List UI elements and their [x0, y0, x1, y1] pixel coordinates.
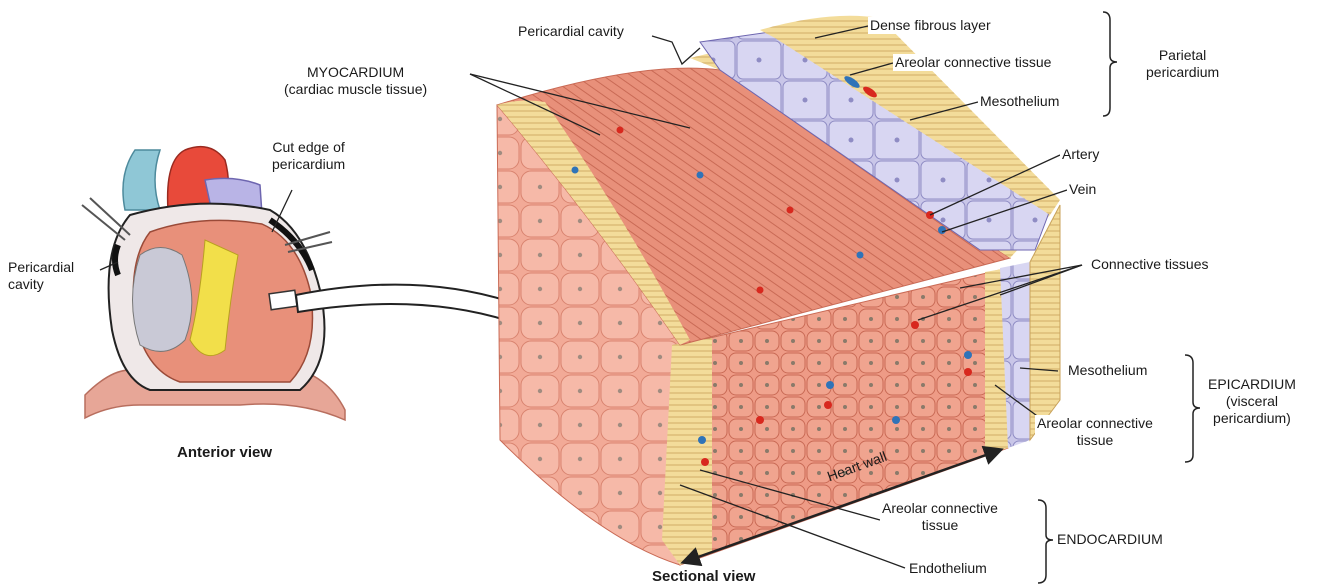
label-connective-tissues: Connective tissues: [1089, 256, 1211, 273]
label-epicardium: EPICARDIUM (visceral pericardium): [1206, 376, 1298, 427]
label-line: Cut edge of: [272, 139, 345, 156]
label-myocardium: MYOCARDIUM (cardiac muscle tissue): [282, 64, 429, 98]
label-areolar-parietal: Areolar connective tissue: [893, 54, 1053, 71]
label-dense-fibrous-layer: Dense fibrous layer: [868, 17, 993, 34]
label-line: MYOCARDIUM: [284, 64, 427, 81]
anterior-view-caption: Anterior view: [175, 444, 274, 461]
label-line: pericardium: [272, 156, 345, 173]
label-parietal-pericardium: Parietal pericardium: [1144, 47, 1221, 81]
label-areolar-epicardium: Areolar connective tissue: [1035, 415, 1155, 449]
label-line: tissue: [882, 517, 998, 534]
label-line: pericardium): [1208, 410, 1296, 427]
label-line: Parietal: [1146, 47, 1219, 64]
label-line: (cardiac muscle tissue): [284, 81, 427, 98]
label-endocardium: ENDOCARDIUM: [1055, 531, 1165, 548]
label-line: Areolar connective: [1037, 415, 1153, 432]
label-line: tissue: [1037, 432, 1153, 449]
label-line: (visceral: [1208, 393, 1296, 410]
label-pericardial-cavity-top: Pericardial cavity: [516, 23, 626, 40]
label-line: Areolar connective: [882, 500, 998, 517]
sectional-view-caption: Sectional view: [650, 568, 757, 585]
label-mesothelium-parietal: Mesothelium: [978, 93, 1061, 110]
anterior-heart-illustration: [82, 147, 345, 420]
sectional-heart-wall: [497, 16, 1060, 565]
label-cut-edge: Cut edge of pericardium: [270, 139, 347, 173]
label-line: cavity: [8, 276, 74, 293]
label-areolar-endocardium: Areolar connective tissue: [880, 500, 1000, 534]
label-mesothelium-epicardium: Mesothelium: [1066, 362, 1149, 379]
label-vein: Vein: [1067, 181, 1098, 198]
label-artery: Artery: [1060, 146, 1101, 163]
label-endothelium: Endothelium: [907, 560, 989, 577]
label-line: pericardium: [1146, 64, 1219, 81]
label-pericardial-cavity-left: Pericardial cavity: [6, 259, 76, 293]
braces: [1038, 12, 1200, 583]
label-line: Pericardial: [8, 259, 74, 276]
label-line: EPICARDIUM: [1208, 376, 1296, 393]
